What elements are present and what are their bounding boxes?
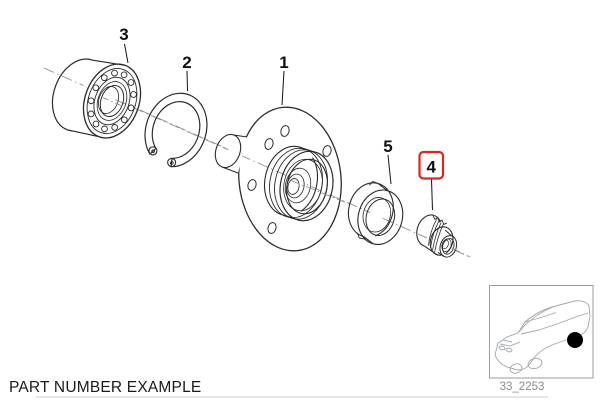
hub-flange	[238, 106, 342, 252]
nut-face	[439, 235, 458, 258]
bearing-bore	[99, 85, 125, 117]
callout-2[interactable]: 2	[182, 53, 192, 92]
callout-1[interactable]: 1	[279, 53, 289, 106]
bearing-rollers	[87, 69, 137, 133]
callout-4-label[interactable]: 4	[426, 158, 436, 177]
hub-stub-end	[214, 133, 242, 169]
callout-3-label[interactable]: 3	[119, 25, 128, 44]
callout-1-leader	[281, 70, 285, 106]
callout-4-leader	[431, 179, 433, 211]
callout-4-highlighted[interactable]: 4	[418, 150, 445, 211]
lock-ring-face	[357, 189, 404, 245]
part-lock-ring	[347, 181, 404, 245]
callout-5[interactable]: 5	[383, 137, 393, 185]
part-wheel-hub	[214, 106, 342, 252]
callout-5-label[interactable]: 5	[383, 137, 392, 156]
callout-1-label[interactable]: 1	[279, 53, 288, 72]
callout-3[interactable]: 3	[119, 25, 129, 64]
nut-bore	[442, 238, 455, 255]
callout-2-leader	[186, 70, 188, 92]
part-snap-ring	[144, 92, 208, 168]
nut-collar	[429, 226, 454, 256]
bearing-outer-ring	[82, 63, 142, 139]
car-location-thumbnail: 33_2253	[489, 285, 594, 393]
hub-barrel-face	[279, 150, 334, 222]
highlight-box-part4	[418, 150, 445, 180]
hub-bolt-holes	[247, 125, 332, 234]
nut-knurl-edge	[432, 215, 448, 225]
callout-3-leader	[124, 43, 129, 64]
thumbnail-code: 33_2253	[500, 381, 545, 393]
page-caption: PART NUMBER EXAMPLE	[9, 379, 201, 396]
part-collar-nut	[416, 214, 458, 258]
part-wheel-bearing	[51, 58, 142, 139]
callout-2-label[interactable]: 2	[182, 53, 191, 72]
rear-axle-location-marker	[567, 332, 583, 348]
callout-5-leader	[387, 154, 392, 185]
